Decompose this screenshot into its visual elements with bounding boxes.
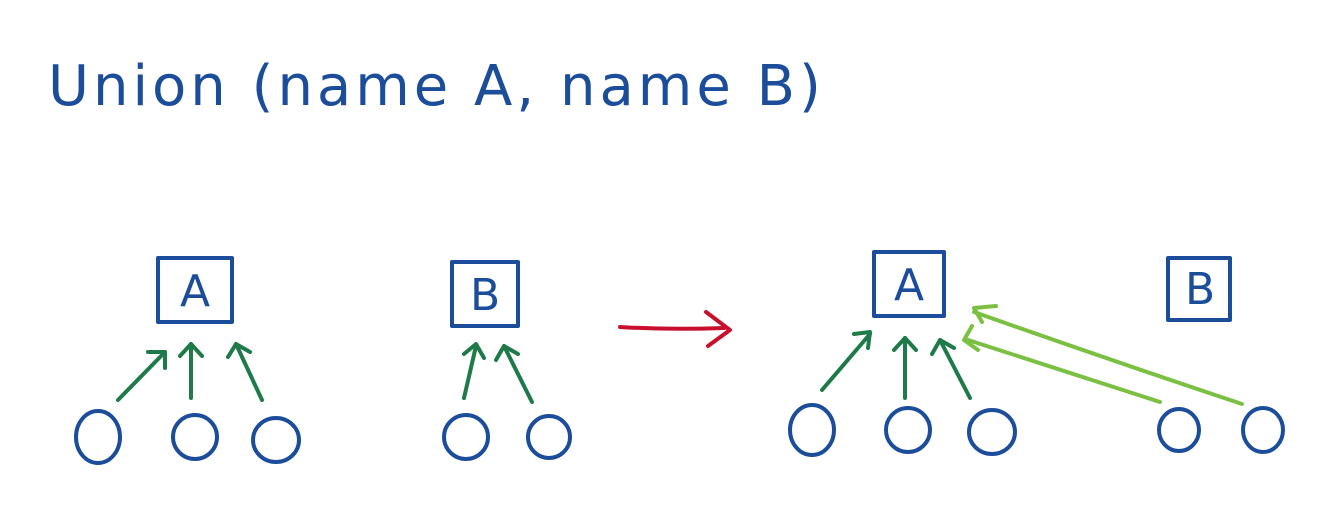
arrow-head [930,338,956,356]
after-set-b: B [962,256,1285,454]
child-node [442,413,490,461]
before-set-a: A [74,256,301,465]
child-node [74,409,122,465]
arrow-head [494,344,520,362]
arrow-head [892,336,918,352]
before-a-arrows [116,342,264,402]
before-set-b: B [442,260,572,461]
up-arrow-icon [938,338,972,400]
before-b-arrows [462,342,534,404]
transform-arrow-shaft [618,325,726,331]
transform-arrow-head [704,310,732,348]
arrow-head [852,330,872,350]
arrow-head [962,324,980,352]
up-arrow-icon [234,342,264,402]
child-node [788,403,836,457]
before-root-a-label: A [180,266,210,317]
before-root-b-box [450,260,520,328]
child-node [1241,406,1285,454]
after-root-a-box [872,250,946,318]
after-a-arrows [820,330,972,400]
child-node [1157,407,1201,453]
arrow-head [972,304,998,324]
before-root-a-box [156,256,234,324]
arrow-head [462,342,486,360]
title-text: Union (name A, name B) [48,54,825,119]
after-root-b-box [1166,256,1232,322]
after-root-b-label: B [1185,264,1215,315]
arrow-head [226,342,252,359]
child-node [171,413,219,461]
up-arrow-icon [972,310,1244,406]
before-root-b-label: B [470,270,500,321]
after-root-a-label: A [894,260,924,311]
child-node [884,406,932,454]
after-b-children [1157,406,1285,454]
up-arrow-icon [820,332,872,392]
before-a-children [74,409,301,465]
after-b-arrows-to-a [962,304,1244,406]
after-a-children [788,403,1017,457]
child-node [967,408,1017,456]
before-b-children [442,413,572,461]
up-arrow-icon [116,350,167,402]
up-arrow-icon [502,344,534,404]
arrow-head [146,350,167,370]
child-node [251,416,301,464]
arrow-head [178,342,204,358]
child-node [526,414,572,460]
up-arrow-icon [462,344,478,400]
right-arrow-icon [618,310,732,348]
up-arrow-icon [966,338,1162,404]
after-set-a: A [788,250,1017,457]
